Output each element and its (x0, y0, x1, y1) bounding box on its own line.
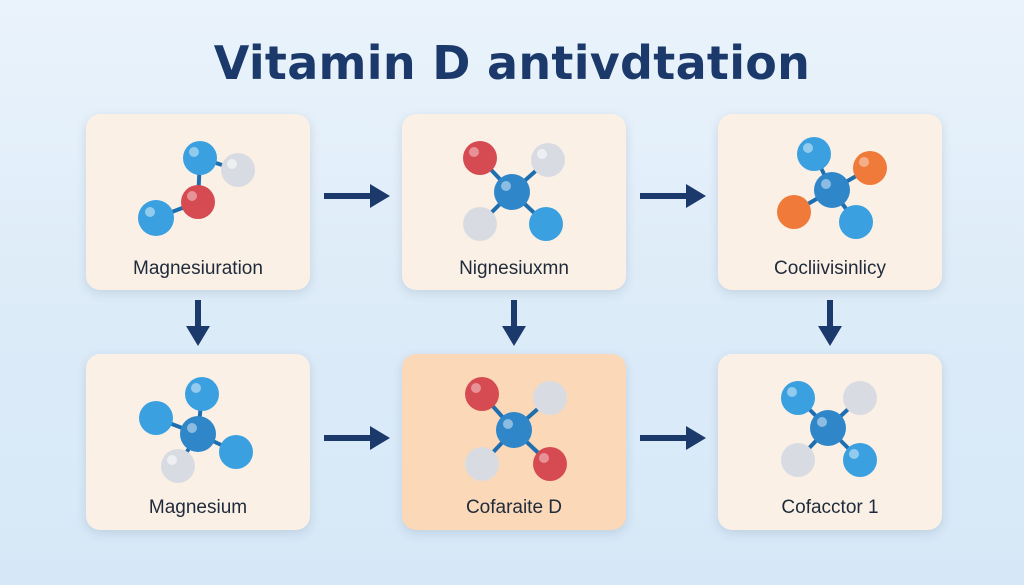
step-label: Magnesiuration (133, 258, 263, 279)
arrow-right-icon (640, 426, 706, 450)
arrow-down-icon (186, 300, 210, 346)
molecule-icon (138, 141, 255, 236)
molecule-icon (463, 141, 565, 241)
step-label: Cofaraite D (465, 497, 563, 518)
step-label: Cocliivisinlicy (774, 258, 886, 279)
step-label: Nignesiuxmn (459, 258, 569, 279)
step-card-magnesiuration: Magnesiuration (86, 114, 310, 290)
step-label: Cofacctor 1 (781, 497, 879, 518)
step-label: Magnesium (148, 497, 248, 518)
step-card-cofaraite-d: Cofaraite D (402, 354, 626, 530)
page-title: Vitamin D antivdtation (213, 36, 811, 90)
molecule-icon (777, 137, 887, 239)
molecule-icon (465, 377, 567, 481)
molecule-icon (781, 381, 877, 477)
step-card-cofacctor-1: Cofacctor 1 (718, 354, 942, 530)
arrow-right-icon (324, 426, 390, 450)
molecule-icon (139, 377, 253, 483)
step-card-cocliivisinlicy: Cocliivisinlicy (718, 114, 942, 290)
arrow-down-icon (818, 300, 842, 346)
step-card-magnesium: Magnesium (86, 354, 310, 530)
arrow-down-icon (502, 300, 526, 346)
arrow-right-icon (324, 184, 390, 208)
step-card-nignesiuxmn: Nignesiuxmn (402, 114, 626, 290)
arrow-right-icon (640, 184, 706, 208)
